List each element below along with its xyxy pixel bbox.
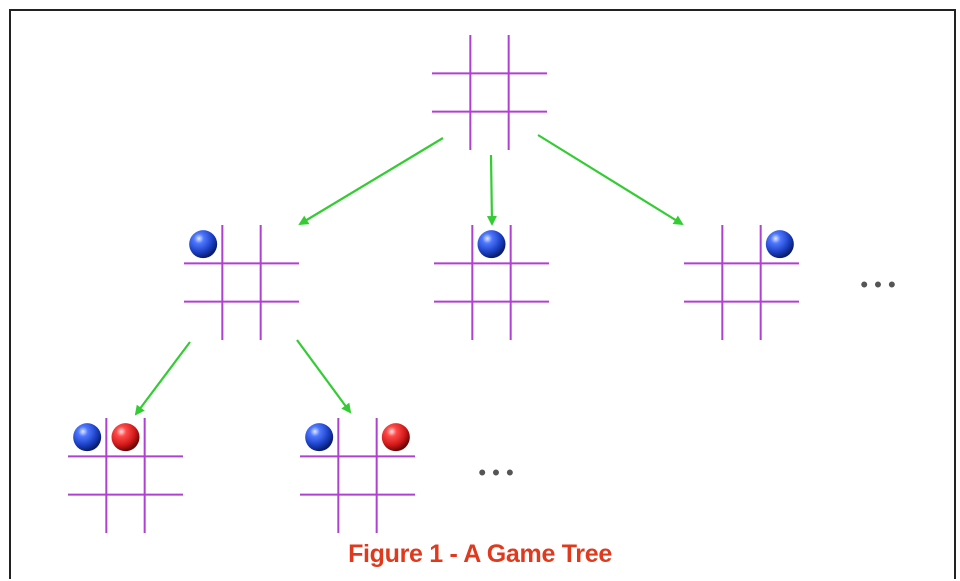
board-level1-a: [184, 225, 299, 340]
ellipsis-level1: • • •: [860, 272, 895, 297]
board-level2-a: [68, 418, 183, 533]
board-level1-c: [684, 225, 799, 340]
blue-piece: [766, 230, 794, 258]
edge-arrow-root-to-level1-b: [491, 155, 492, 224]
blue-piece: [305, 423, 333, 451]
edge-arrow-root-to-level1-a: [300, 138, 443, 224]
edge-arrow-root-to-level1-c: [538, 135, 682, 224]
edges-layer: [136, 135, 682, 414]
figure-caption: Figure 1 - A Game Tree: [0, 540, 960, 569]
blue-piece: [478, 230, 506, 258]
board-level1-b: [434, 225, 549, 340]
edge-arrow-level1-a-to-level2-a: [136, 342, 190, 414]
blue-piece: [189, 230, 217, 258]
edge-arrow-level1-a-to-level2-b: [297, 340, 350, 412]
boards-layer: [68, 35, 799, 533]
blue-piece: [73, 423, 101, 451]
red-piece: [382, 423, 410, 451]
ellipsis-level2: • • •: [478, 460, 513, 485]
board-level2-b: [300, 418, 415, 533]
board-root: [432, 35, 547, 150]
ellipsis-layer: • • • • • •: [478, 272, 895, 485]
red-piece: [112, 423, 140, 451]
